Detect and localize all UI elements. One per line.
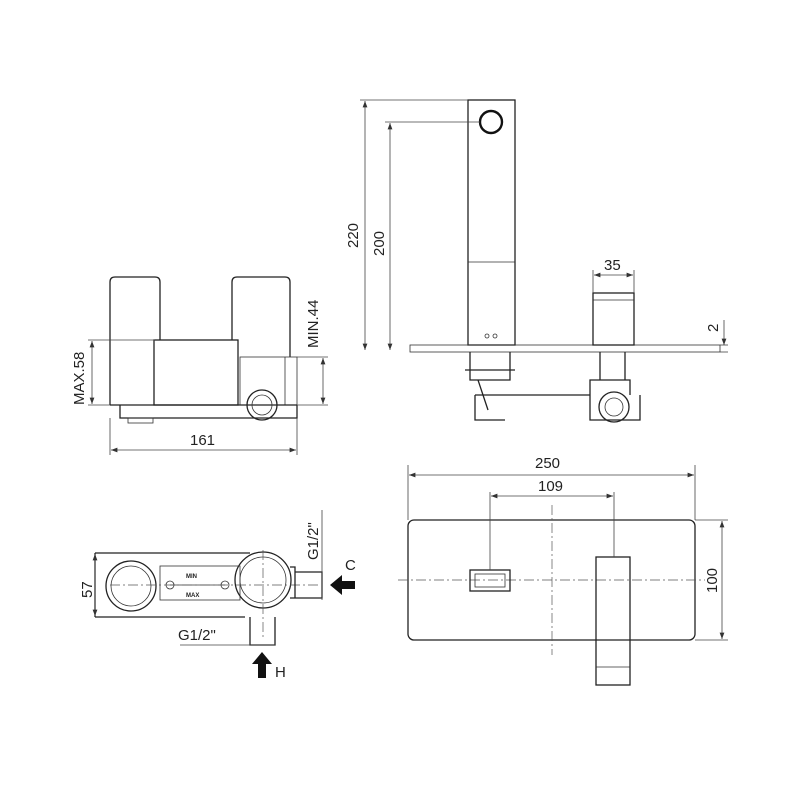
plate-thickness-dimension: 2 [705,324,722,332]
wall-plate [409,344,721,353]
centers-distance-dimension: 109 [538,478,563,495]
hot-thread-label: G1/2" [178,627,216,644]
handle-outline [595,556,631,686]
cold-arrow-icon [330,575,355,595]
cold-label: C [345,557,356,574]
total-height-dimension: 220 [345,223,362,248]
front-view: 220 200 35 2 [345,99,728,423]
max-dimension: MAX.58 [71,352,88,405]
spout [467,99,516,346]
cold-inlet [290,566,323,599]
plate-width-dimension: 250 [535,455,560,472]
cold-thread-label: G1/2" [305,522,322,560]
max-mark: MAX [186,593,199,599]
valve-body [153,339,239,406]
depth-dimension: 57 [79,581,96,598]
body-top-view: 57 MIN MAX G1/2" C G1/2" H [79,510,356,681]
inlet-nut [246,389,278,421]
outlet-nut [598,391,630,423]
width-dimension: 161 [190,432,215,449]
side-view: MAX.58 MIN.44 161 [71,276,328,455]
handle [592,292,635,346]
outlet-height-dimension: 200 [371,231,388,256]
plate-top-view: 250 109 100 [398,455,728,686]
min-mark: MIN [186,574,197,580]
left-handle [109,276,161,405]
right-handle [231,276,291,357]
min-dimension: MIN.44 [305,300,322,348]
spout-outlet [478,109,504,135]
spout-outline [469,569,511,592]
hot-inlet [249,617,276,646]
hot-label: H [275,664,286,681]
plate-height-dimension: 100 [704,568,721,593]
hot-arrow-icon [252,652,272,678]
handle-width-dimension: 35 [604,257,621,274]
